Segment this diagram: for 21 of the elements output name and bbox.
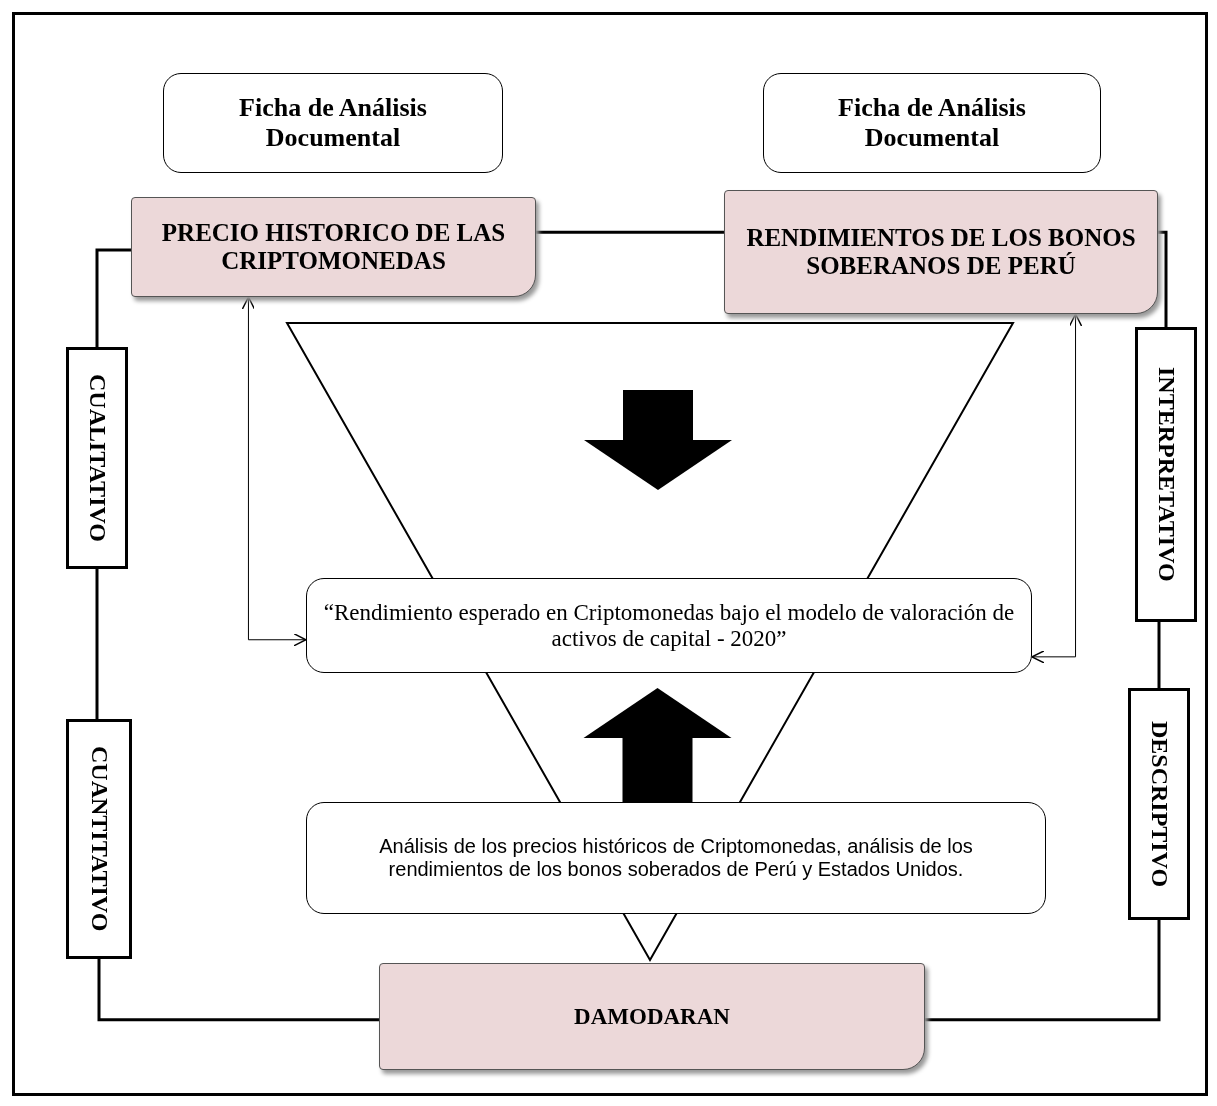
- connector-line: [536, 230, 724, 234]
- text-box: Ficha de Análisis Documental: [163, 73, 503, 173]
- connector-line: [925, 920, 1161, 1022]
- connector-line: [95, 569, 99, 719]
- connector-line: [95, 248, 131, 347]
- text-box: “Rendimiento esperado en Criptomonedas bajo el modelo de valoración de activos de capital - 2020”: [306, 578, 1032, 673]
- highlight-box: RENDIMIENTOS DE LOS BONOS SOBERANOS DE PERÚ: [724, 190, 1158, 314]
- connector-line: [97, 959, 379, 1022]
- highlight-box: PRECIO HISTORICO DE LAS CRIPTOMONEDAS: [131, 197, 536, 297]
- vertical-label-box: CUALITATIVO: [66, 347, 128, 569]
- vertical-label-box: INTERPRETATIVO: [1135, 327, 1197, 622]
- text-box: Ficha de Análisis Documental: [763, 73, 1101, 173]
- text-box: Análisis de los precios históricos de Criptomonedas, análisis de los rendimientos de los bonos soberados de Perú y Estados Unidos.: [306, 802, 1046, 914]
- vertical-label-box: CUANTITATIVO: [66, 719, 132, 959]
- connector-line: [1158, 230, 1168, 327]
- vertical-label-box: DESCRIPTIVO: [1128, 688, 1190, 920]
- block-arrow: [584, 390, 732, 490]
- highlight-box: DAMODARAN: [379, 963, 925, 1070]
- arrow: [1031, 313, 1083, 664]
- connector-line: [1157, 622, 1161, 688]
- arrow: [241, 296, 307, 647]
